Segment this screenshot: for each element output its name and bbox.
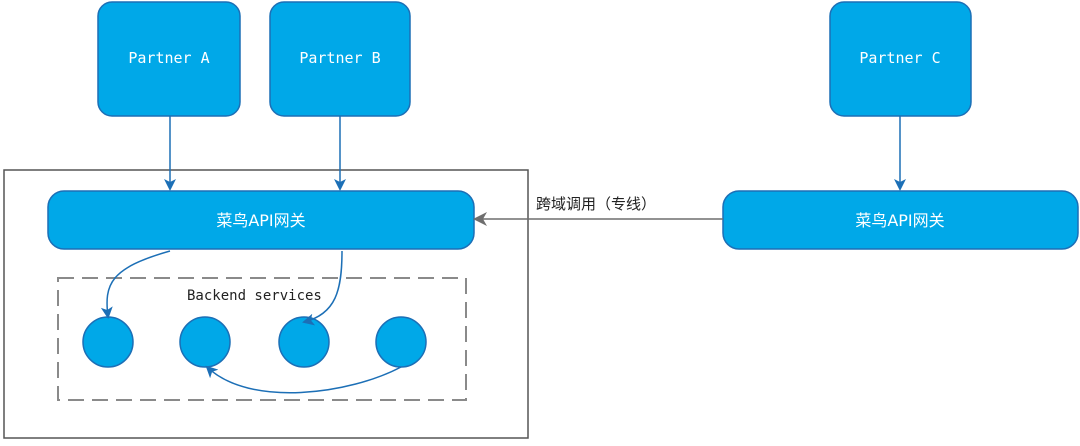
arrow-service-4-to-service-2 xyxy=(205,365,402,394)
partner-a-label: Partner A xyxy=(128,49,209,67)
left-api-gateway: 菜鸟API网关 xyxy=(47,190,475,250)
backend-service-node-3 xyxy=(278,316,330,368)
cross-domain-label: 跨域调用（专线） xyxy=(536,195,656,213)
partner-c-node: Partner C xyxy=(829,1,972,117)
right-api-gateway-label: 菜鸟API网关 xyxy=(855,211,944,230)
partner-a-node: Partner A xyxy=(97,1,241,117)
partner-b-node: Partner B xyxy=(269,1,411,117)
left-api-gateway-label: 菜鸟API网关 xyxy=(216,211,305,230)
backend-service-node-4 xyxy=(375,316,427,368)
backend-services-label: Backend services xyxy=(187,288,322,304)
right-api-gateway: 菜鸟API网关 xyxy=(722,190,1079,250)
backend-service-node-1 xyxy=(82,316,134,368)
arrow-gateway-to-service-1 xyxy=(100,250,171,319)
backend-service-node-2 xyxy=(179,316,231,368)
partner-b-label: Partner B xyxy=(299,49,380,67)
gateway-container xyxy=(3,169,529,439)
arrow-gateway-to-service-3 xyxy=(302,250,343,326)
partner-c-label: Partner C xyxy=(859,49,940,67)
backend-services-group xyxy=(57,277,467,401)
